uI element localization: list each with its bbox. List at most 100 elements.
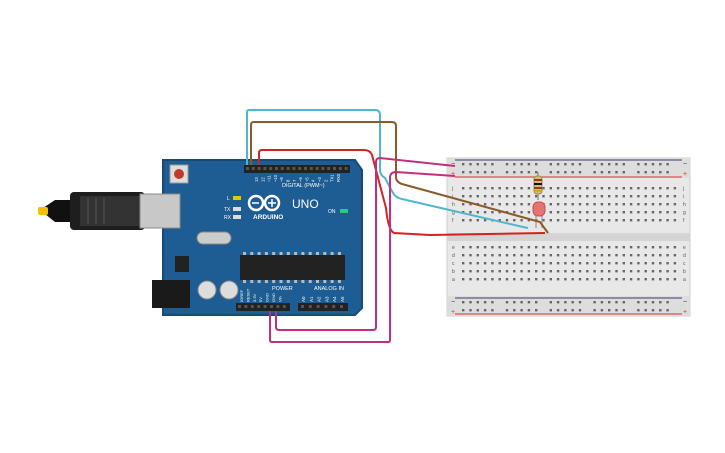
terminal-hole[interactable] xyxy=(637,219,640,222)
terminal-hole[interactable] xyxy=(469,270,472,273)
rail-hole[interactable] xyxy=(476,163,479,166)
terminal-hole[interactable] xyxy=(659,270,662,273)
terminal-hole[interactable] xyxy=(491,203,494,206)
terminal-hole[interactable] xyxy=(513,195,516,198)
terminal-hole[interactable] xyxy=(673,195,677,198)
terminal-hole[interactable] xyxy=(520,270,523,273)
terminal-hole[interactable] xyxy=(520,195,523,198)
rail-hole[interactable] xyxy=(491,163,494,166)
terminal-hole[interactable] xyxy=(586,219,589,222)
terminal-hole[interactable] xyxy=(666,262,669,265)
rail-hole[interactable] xyxy=(571,163,574,166)
terminal-hole[interactable] xyxy=(615,219,618,222)
terminal-hole[interactable] xyxy=(549,187,552,190)
top-power-rail[interactable] xyxy=(447,158,690,178)
wire-brown[interactable] xyxy=(250,121,549,234)
terminal-hole[interactable] xyxy=(542,219,545,222)
terminal-hole[interactable] xyxy=(556,254,560,257)
header-hole[interactable] xyxy=(275,167,278,170)
header-hole[interactable] xyxy=(333,167,336,170)
terminal-hole[interactable] xyxy=(659,246,662,249)
terminal-hole[interactable] xyxy=(549,270,552,273)
rail-hole[interactable] xyxy=(622,163,625,166)
terminal-hole[interactable] xyxy=(505,278,509,281)
terminal-hole[interactable] xyxy=(527,195,531,198)
header-hole[interactable] xyxy=(282,305,286,308)
terminal-hole[interactable] xyxy=(659,211,662,214)
rail-hole[interactable] xyxy=(600,171,604,174)
rail-hole[interactable] xyxy=(622,171,625,174)
terminal-hole[interactable] xyxy=(498,262,501,265)
terminal-hole[interactable] xyxy=(637,195,640,198)
terminal-hole[interactable] xyxy=(542,270,545,273)
header-hole[interactable] xyxy=(298,167,302,170)
terminal-hole[interactable] xyxy=(629,219,633,222)
terminal-hole[interactable] xyxy=(644,254,647,257)
terminal-hole[interactable] xyxy=(608,278,611,281)
header-hole[interactable] xyxy=(332,305,336,308)
terminal-hole[interactable] xyxy=(483,211,487,214)
terminal-hole[interactable] xyxy=(549,219,552,222)
header-hole[interactable] xyxy=(344,167,348,170)
terminal-hole[interactable] xyxy=(483,270,487,273)
resistor[interactable] xyxy=(533,172,543,200)
terminal-hole[interactable] xyxy=(622,195,625,198)
terminal-hole[interactable] xyxy=(673,246,677,249)
terminal-hole[interactable] xyxy=(527,278,531,281)
terminal-hole[interactable] xyxy=(535,195,538,198)
terminal-hole[interactable] xyxy=(622,246,625,249)
rail-hole[interactable] xyxy=(578,301,582,304)
rail-hole[interactable] xyxy=(505,163,509,166)
terminal-hole[interactable] xyxy=(608,211,611,214)
terminal-hole[interactable] xyxy=(600,211,604,214)
terminal-hole[interactable] xyxy=(491,187,494,190)
rail-hole[interactable] xyxy=(608,163,611,166)
terminal-hole[interactable] xyxy=(549,278,552,281)
terminal-hole[interactable] xyxy=(593,187,596,190)
terminal-hole[interactable] xyxy=(637,187,640,190)
header-hole[interactable] xyxy=(316,305,320,308)
terminal-hole[interactable] xyxy=(535,246,538,249)
rail-hole[interactable] xyxy=(659,309,662,312)
terminal-hole[interactable] xyxy=(556,246,560,249)
terminal-hole[interactable] xyxy=(571,211,574,214)
terminal-hole[interactable] xyxy=(666,187,669,190)
rail-hole[interactable] xyxy=(637,171,640,174)
terminal-hole[interactable] xyxy=(651,278,655,281)
header-hole[interactable] xyxy=(263,167,267,170)
terminal-hole[interactable] xyxy=(615,270,618,273)
analog-header[interactable] xyxy=(298,303,348,311)
terminal-hole[interactable] xyxy=(673,278,677,281)
terminal-hole[interactable] xyxy=(622,219,625,222)
terminal-hole[interactable] xyxy=(593,195,596,198)
terminal-hole[interactable] xyxy=(469,203,472,206)
header-hole[interactable] xyxy=(308,305,312,308)
terminal-hole[interactable] xyxy=(600,270,604,273)
rail-hole[interactable] xyxy=(535,309,538,312)
terminal-hole[interactable] xyxy=(586,187,589,190)
terminal-hole[interactable] xyxy=(505,254,509,257)
header-hole[interactable] xyxy=(238,305,241,308)
terminal-hole[interactable] xyxy=(615,262,618,265)
terminal-hole[interactable] xyxy=(556,187,560,190)
header-hole[interactable] xyxy=(301,305,304,308)
terminal-hole[interactable] xyxy=(608,262,611,265)
rail-hole[interactable] xyxy=(462,309,465,312)
terminal-hole[interactable] xyxy=(622,278,625,281)
terminal-hole[interactable] xyxy=(615,278,618,281)
terminal-hole[interactable] xyxy=(476,262,479,265)
rail-hole[interactable] xyxy=(564,301,567,304)
terminal-hole[interactable] xyxy=(629,211,633,214)
rail-hole[interactable] xyxy=(608,171,611,174)
terminal-hole[interactable] xyxy=(666,203,669,206)
terminal-hole[interactable] xyxy=(520,254,523,257)
terminal-hole[interactable] xyxy=(535,262,538,265)
rail-hole[interactable] xyxy=(593,309,596,312)
terminal-hole[interactable] xyxy=(505,203,509,206)
rail-hole[interactable] xyxy=(578,309,582,312)
terminal-hole[interactable] xyxy=(549,262,552,265)
terminal-hole[interactable] xyxy=(469,262,472,265)
rail-hole[interactable] xyxy=(564,163,567,166)
terminal-hole[interactable] xyxy=(673,270,677,273)
rail-hole[interactable] xyxy=(483,171,487,174)
